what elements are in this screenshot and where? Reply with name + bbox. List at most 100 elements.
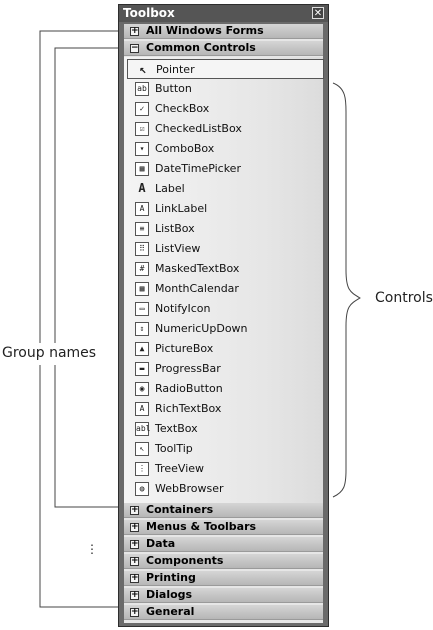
group-printing[interactable]: + Printing xyxy=(124,571,323,586)
group-menus-toolbars[interactable]: + Menus & Toolbars xyxy=(124,520,323,535)
progressbar-icon: ▬ xyxy=(135,362,149,376)
listbox-icon: ≡ xyxy=(135,222,149,236)
control-item-listbox[interactable]: ≡ ListBox xyxy=(127,219,328,239)
control-item-datetimepicker[interactable]: ▦ DateTimePicker xyxy=(127,159,328,179)
group-common-controls[interactable]: − Common Controls xyxy=(124,41,323,56)
control-item-checkedlistbox[interactable]: ☑ CheckedListBox xyxy=(127,119,328,139)
control-label: ProgressBar xyxy=(155,362,221,375)
control-item-label[interactable]: A Label xyxy=(127,179,328,199)
expand-icon[interactable]: + xyxy=(130,522,139,532)
control-item-pointer[interactable]: ↖ Pointer xyxy=(127,59,324,79)
control-label: Button xyxy=(155,82,192,95)
linklabel-icon: A xyxy=(135,202,149,216)
control-label: ComboBox xyxy=(155,142,215,155)
control-item-notifyicon[interactable]: ▭ NotifyIcon xyxy=(127,299,328,319)
numericupdown-icon: ⇕ xyxy=(135,322,149,336)
control-label: ListView xyxy=(155,242,201,255)
toolbox-title: Toolbox xyxy=(119,5,328,22)
control-label: RichTextBox xyxy=(155,402,222,415)
group-label: Containers xyxy=(146,503,214,516)
expand-icon[interactable]: + xyxy=(130,539,139,549)
radiobutton-icon: ◉ xyxy=(135,382,149,396)
checkbox-icon: ✓ xyxy=(135,102,149,116)
control-item-listview[interactable]: ⠿ ListView xyxy=(127,239,328,259)
webbrowser-icon: ◍ xyxy=(135,482,149,496)
control-item-picturebox[interactable]: ▲ PictureBox xyxy=(127,339,328,359)
expand-icon[interactable]: + xyxy=(130,505,139,515)
group-label: Common Controls xyxy=(146,41,256,54)
group-containers[interactable]: + Containers xyxy=(124,503,323,518)
group-label: Printing xyxy=(146,571,196,584)
group-components[interactable]: + Components xyxy=(124,554,323,569)
pointer-icon: ↖ xyxy=(139,62,147,76)
control-label: TextBox xyxy=(155,422,198,435)
group-label: General xyxy=(146,605,195,618)
annotation-controls: Controls xyxy=(375,290,433,306)
control-label: CheckedListBox xyxy=(155,122,242,135)
control-label: NotifyIcon xyxy=(155,302,211,315)
group-label: Components xyxy=(146,554,224,567)
button-icon: ab xyxy=(135,82,149,96)
datetimepicker-icon: ▦ xyxy=(135,162,149,176)
combobox-icon: ▾ xyxy=(135,142,149,156)
control-item-progressbar[interactable]: ▬ ProgressBar xyxy=(127,359,328,379)
checkedlistbox-icon: ☑ xyxy=(135,122,149,136)
group-general[interactable]: + General xyxy=(124,605,323,620)
group-label-bg xyxy=(2,343,90,365)
controls-brace xyxy=(332,82,361,498)
expand-icon[interactable]: + xyxy=(130,590,139,600)
notifyicon-icon: ▭ xyxy=(135,302,149,316)
label-icon: A xyxy=(138,181,146,195)
expand-icon[interactable]: + xyxy=(130,607,139,617)
tooltip-icon: ↖ xyxy=(135,442,149,456)
group-label: Dialogs xyxy=(146,588,193,601)
control-label: TreeView xyxy=(155,462,205,475)
expand-icon[interactable]: + xyxy=(130,556,139,566)
expand-icon[interactable]: + xyxy=(130,26,139,36)
control-label: Label xyxy=(155,182,185,195)
listview-icon: ⠿ xyxy=(135,242,149,256)
control-label: Pointer xyxy=(156,63,195,76)
control-item-button[interactable]: ab Button xyxy=(127,79,328,99)
control-label: RadioButton xyxy=(155,382,223,395)
control-item-webbrowser[interactable]: ◍ WebBrowser xyxy=(127,479,328,499)
group-line-inner xyxy=(54,47,120,508)
annotation-group-names: Group names xyxy=(2,345,97,361)
control-item-combobox[interactable]: ▾ ComboBox xyxy=(127,139,328,159)
group-data[interactable]: + Data xyxy=(124,537,323,552)
control-label: MaskedTextBox xyxy=(155,262,240,275)
control-item-treeview[interactable]: ⋮ TreeView xyxy=(127,459,328,479)
control-list: ↖ Pointer ab Button ✓ CheckBox ☑ CheckedListBox… xyxy=(124,57,324,503)
control-item-radiobutton[interactable]: ◉ RadioButton xyxy=(127,379,328,399)
picturebox-icon: ▲ xyxy=(135,342,149,356)
control-item-numericupdown[interactable]: ⇕NumericUpDown xyxy=(127,319,328,339)
annotation-ellipsis: ⋮ xyxy=(86,542,98,556)
control-label: ListBox xyxy=(155,222,195,235)
collapse-icon[interactable]: − xyxy=(130,43,139,53)
group-dialogs[interactable]: + Dialogs xyxy=(124,588,323,603)
group-line-outer xyxy=(39,30,120,608)
maskedtextbox-icon: # xyxy=(135,262,149,276)
treeview-icon: ⋮ xyxy=(135,462,149,476)
control-label: WebBrowser xyxy=(155,482,224,495)
control-label: PictureBox xyxy=(155,342,214,355)
control-label: CheckBox xyxy=(155,102,210,115)
group-label: Data xyxy=(146,537,176,550)
monthcalendar-icon: ▦ xyxy=(135,282,149,296)
group-all-windows-forms[interactable]: + All Windows Forms xyxy=(124,24,323,39)
toolbox-body: + All Windows Forms − Common Controls ↖ P… xyxy=(124,24,324,623)
control-item-checkbox[interactable]: ✓ CheckBox xyxy=(127,99,328,119)
control-label: MonthCalendar xyxy=(155,282,239,295)
control-label: ToolTip xyxy=(155,442,193,455)
toolbox-window: Toolbox ✕ + All Windows Forms − Common C… xyxy=(118,4,329,627)
control-item-monthcalendar[interactable]: ▦ MonthCalendar xyxy=(127,279,328,299)
control-label: DateTimePicker xyxy=(155,162,241,175)
expand-icon[interactable]: + xyxy=(130,573,139,583)
control-item-maskedtextbox[interactable]: # MaskedTextBox xyxy=(127,259,328,279)
control-item-tooltip[interactable]: ↖ ToolTip xyxy=(127,439,328,459)
close-icon[interactable]: ✕ xyxy=(312,7,324,19)
